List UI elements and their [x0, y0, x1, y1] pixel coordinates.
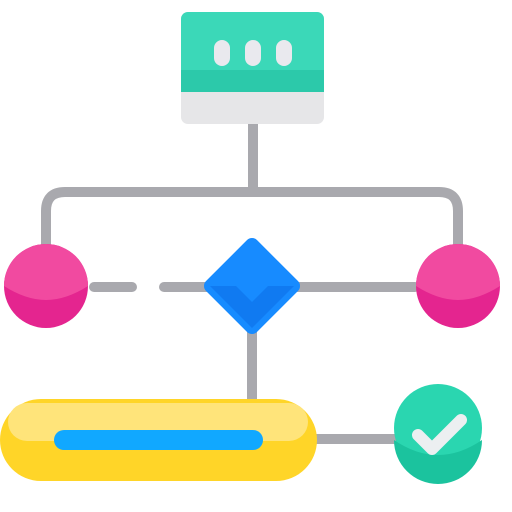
menu-dot-3: [276, 40, 292, 66]
checkmark-circle-icon: [394, 384, 482, 484]
menu-dot-1: [214, 40, 230, 66]
decision-diamond-icon: [203, 237, 301, 335]
process-bar-icon: [0, 399, 317, 481]
menu-dot-2: [245, 40, 261, 66]
connector-branch: [41, 187, 463, 249]
menu-card-icon: [181, 12, 324, 124]
right-node-icon: [416, 244, 500, 328]
left-node-icon: [4, 244, 88, 328]
